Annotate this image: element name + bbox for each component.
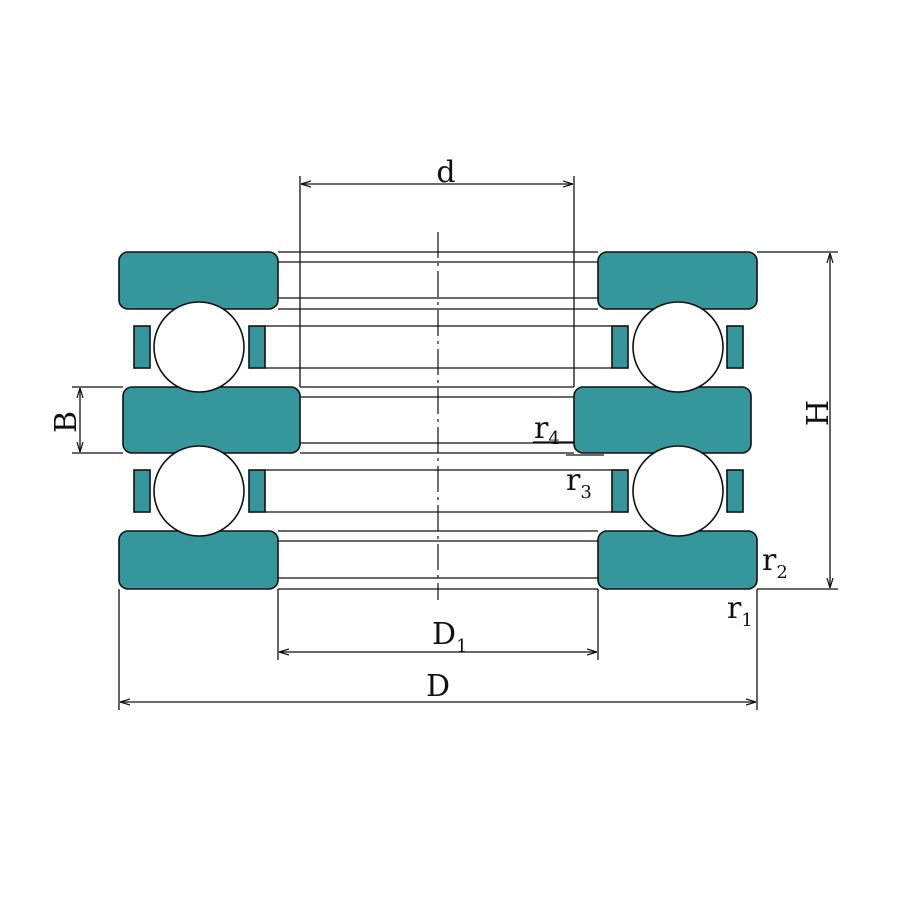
- top-housing-washer: [118, 251, 758, 310]
- label-r2-sub: 2: [776, 562, 787, 583]
- dimension-H: H: [757, 251, 838, 590]
- bottom-washer-right: [597, 530, 758, 590]
- cage-upper-right-inner: [611, 325, 629, 369]
- label-D1-main: D: [432, 617, 456, 652]
- label-r4: r4: [534, 411, 560, 449]
- cage-upper-right-outer: [726, 325, 744, 369]
- cage-lower-left-inner: [248, 469, 266, 513]
- radius-r4: r4: [533, 411, 574, 449]
- ball-lower-left: [153, 445, 245, 537]
- label-r2-main: r: [762, 543, 777, 578]
- lower-cage: [133, 469, 744, 513]
- ball-upper-right: [632, 301, 724, 393]
- label-d: d: [436, 155, 455, 190]
- dimension-D1: D1: [277, 589, 599, 660]
- bottom-housing-washer: [118, 530, 758, 590]
- label-r3: r3: [566, 463, 592, 503]
- label-D1-sub: 1: [456, 636, 467, 657]
- radius-r3: r3: [566, 454, 604, 503]
- label-D1: D1: [432, 617, 468, 657]
- cage-upper-left-outer: [133, 325, 151, 369]
- dimension-B: B: [49, 386, 123, 454]
- balls: [153, 301, 724, 537]
- label-r3-main: r: [566, 463, 581, 498]
- ball-lower-right: [632, 445, 724, 537]
- radius-r1: r1: [727, 591, 753, 631]
- label-r2: r2: [762, 543, 788, 583]
- cage-lower-right-outer: [726, 469, 744, 513]
- label-r1-sub: 1: [741, 610, 752, 631]
- cage-lower-left-outer: [133, 469, 151, 513]
- label-H: H: [801, 400, 836, 426]
- label-r4-sub: 4: [548, 428, 559, 449]
- dimension-D: D: [118, 589, 758, 710]
- label-r4-main: r: [534, 411, 549, 446]
- label-r3-sub: 3: [580, 482, 591, 503]
- label-r1: r1: [727, 591, 753, 631]
- ball-upper-left: [153, 301, 245, 393]
- label-D: D: [426, 669, 450, 704]
- label-B: B: [49, 411, 84, 433]
- cage-upper-left-inner: [248, 325, 266, 369]
- shaft-washer: [122, 386, 752, 454]
- upper-cage: [133, 325, 744, 369]
- bottom-washer-left: [118, 530, 279, 590]
- top-washer-right: [597, 251, 758, 310]
- dimension-d: d: [299, 155, 575, 387]
- top-washer-left: [118, 251, 279, 310]
- radius-r2: r2: [762, 543, 788, 583]
- shaft-washer-right: [573, 386, 752, 454]
- label-r1-main: r: [727, 591, 742, 626]
- cage-lower-right-inner: [611, 469, 629, 513]
- shaft-washer-left: [122, 386, 301, 454]
